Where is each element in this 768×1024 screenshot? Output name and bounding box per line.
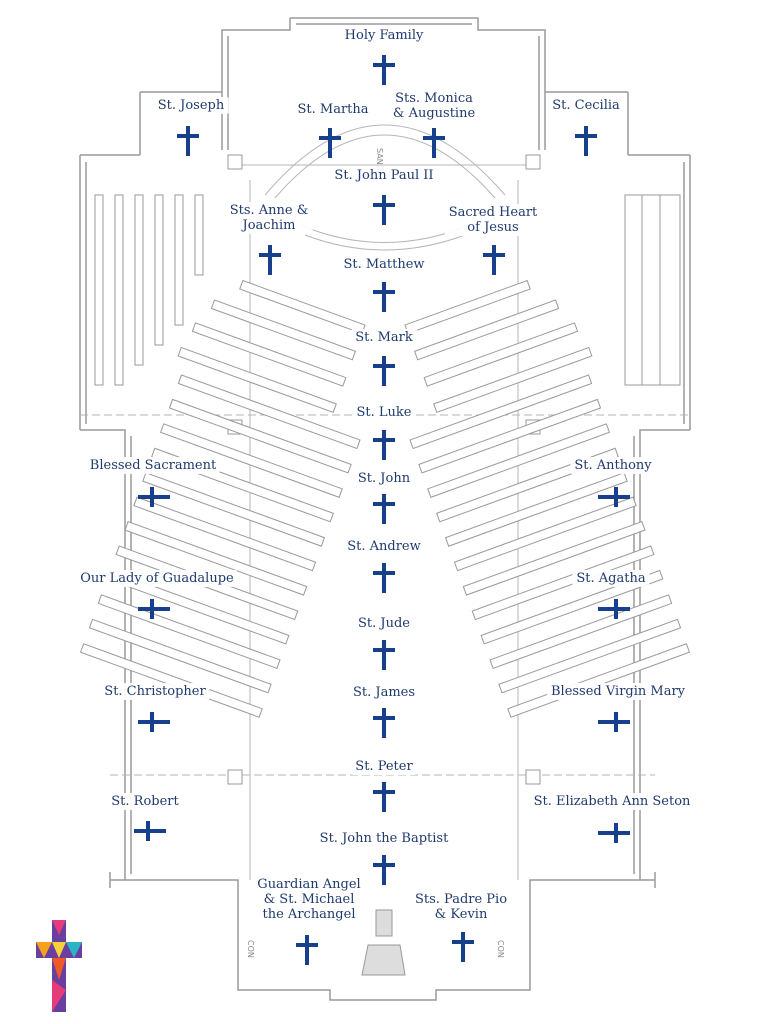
label-st-john-paul-ii: St. John Paul II xyxy=(330,167,438,184)
label-st-elizabeth-ann-seton: St. Elizabeth Ann Seton xyxy=(529,793,695,810)
label-st-martha: St. Martha xyxy=(293,101,373,118)
cross-icon xyxy=(372,282,396,312)
cross-icon xyxy=(482,245,506,275)
font-baptismal xyxy=(361,909,406,976)
cross-icon xyxy=(451,932,475,962)
cross-icon xyxy=(138,486,170,508)
cross-icon xyxy=(372,55,396,85)
cross-icon xyxy=(372,708,396,738)
cross-icon xyxy=(372,782,396,812)
label-st-john-baptist: St. John the Baptist xyxy=(315,830,453,847)
label-st-matthew: St. Matthew xyxy=(339,256,429,273)
label-sts-padre-pio-kevin: Sts. Padre Pio & Kevin xyxy=(410,891,512,923)
cross-icon xyxy=(134,820,166,842)
mosaic-cross-icon xyxy=(36,920,82,1012)
label-st-agatha: St. Agatha xyxy=(572,570,650,587)
label-our-lady-guadalupe: Our Lady of Guadalupe xyxy=(76,570,238,587)
cross-icon xyxy=(138,711,170,733)
small-label-con-left: CON xyxy=(246,940,255,958)
cross-icon xyxy=(372,640,396,670)
label-st-andrew: St. Andrew xyxy=(343,538,425,555)
label-guardian-angel-st-michael: Guardian Angel & St. Michael the Archang… xyxy=(253,876,365,923)
cross-icon xyxy=(295,935,319,965)
label-st-christopher: St. Christopher xyxy=(100,683,210,700)
cross-icon xyxy=(372,195,396,225)
cross-icon xyxy=(372,855,396,885)
label-sts-anne-joachim: Sts. Anne & Joachim xyxy=(225,202,313,234)
cross-icon xyxy=(318,128,342,158)
label-st-robert: St. Robert xyxy=(107,793,183,810)
label-st-luke: St. Luke xyxy=(352,404,416,421)
cross-icon xyxy=(598,711,630,733)
cross-icon xyxy=(598,822,630,844)
cross-icon xyxy=(422,128,446,158)
pews-left xyxy=(79,279,366,718)
label-st-peter: St. Peter xyxy=(351,758,417,775)
label-st-john: St. John xyxy=(353,470,415,487)
label-st-anthony: St. Anthony xyxy=(570,457,656,474)
side-pews-left xyxy=(94,194,204,386)
cross-icon xyxy=(372,430,396,460)
cross-icon xyxy=(372,563,396,593)
cross-icon xyxy=(574,126,598,156)
cross-icon xyxy=(598,598,630,620)
label-st-jude: St. Jude xyxy=(354,615,414,632)
label-sacred-heart-jesus: Sacred Heart of Jesus xyxy=(444,204,542,236)
label-sts-monica-augustine: Sts. Monica & Augustine xyxy=(388,90,480,122)
label-st-james: St. James xyxy=(348,684,420,701)
label-holy-family: Holy Family xyxy=(340,27,428,44)
label-st-joseph: St. Joseph xyxy=(153,97,229,114)
cross-icon xyxy=(258,245,282,275)
cross-icon xyxy=(176,126,200,156)
side-pews-right xyxy=(624,194,681,386)
label-blessed-virgin-mary: Blessed Virgin Mary xyxy=(546,683,690,700)
small-label-con-right: CON xyxy=(496,940,505,958)
label-st-mark: St. Mark xyxy=(351,329,417,346)
cross-icon xyxy=(372,356,396,386)
label-blessed-sacrament: Blessed Sacrament xyxy=(85,457,221,474)
label-st-cecilia: St. Cecilia xyxy=(548,97,624,114)
cross-icon xyxy=(138,598,170,620)
interior-lines xyxy=(80,124,690,880)
small-label-san: SAN xyxy=(375,148,384,165)
cross-icon xyxy=(598,486,630,508)
cross-icon xyxy=(372,494,396,524)
